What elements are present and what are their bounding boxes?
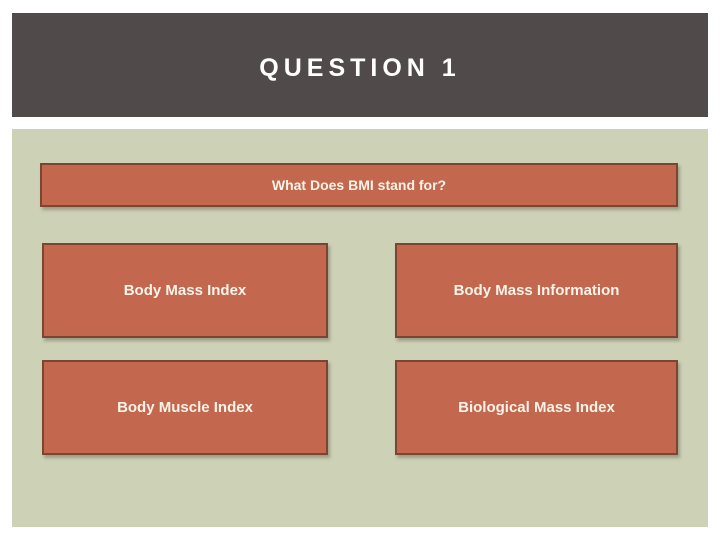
slide-header: QUESTION 1 bbox=[12, 13, 708, 117]
answer-option-3[interactable]: Body Muscle Index bbox=[42, 360, 328, 455]
answer-option-4[interactable]: Biological Mass Index bbox=[395, 360, 678, 455]
question-text: What Does BMI stand for? bbox=[271, 177, 447, 193]
answer-label: Body Mass Information bbox=[453, 282, 620, 299]
answer-label: Biological Mass Index bbox=[458, 399, 615, 416]
answer-option-1[interactable]: Body Mass Index bbox=[42, 243, 328, 338]
answer-label: Body Mass Index bbox=[123, 282, 247, 299]
question-box: What Does BMI stand for? bbox=[40, 163, 678, 207]
page-title: QUESTION 1 bbox=[259, 53, 461, 82]
answer-label: Body Muscle Index bbox=[117, 399, 253, 416]
answer-option-2[interactable]: Body Mass Information bbox=[395, 243, 678, 338]
